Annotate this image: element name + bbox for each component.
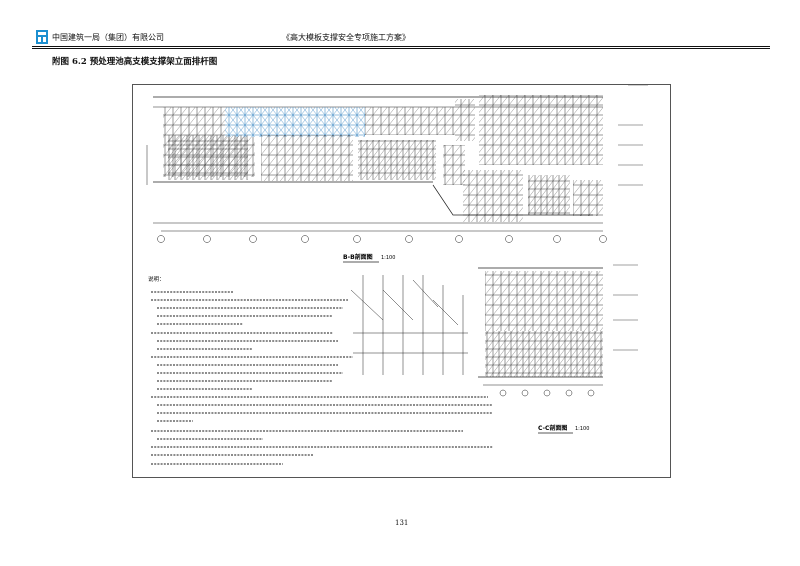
- drawing-sheet: B-B剖面图 1:100 说明：: [132, 84, 671, 478]
- bracing-detail: [350, 275, 468, 375]
- page-header: 中国建筑一局（集团）有限公司 《高大模板支撑安全专项施工方案》: [32, 30, 770, 46]
- company-name: 中国建筑一局（集团）有限公司: [52, 33, 164, 42]
- figure-title: 附图 6.2 预处理池高支模支撑架立面排杆图: [52, 57, 218, 67]
- section-bb-scale: 1:100: [381, 255, 395, 261]
- section-cc-scale: 1:100: [575, 426, 589, 432]
- page-number: 131: [395, 519, 409, 527]
- scaffold-elevation-drawing: B-B剖面图 1:100 说明：: [146, 84, 648, 465]
- notes-block: 说明：: [148, 275, 493, 465]
- section-bb-label: B-B剖面图: [343, 253, 373, 261]
- company-logo: [36, 30, 48, 44]
- header-rule-thin: [32, 48, 770, 49]
- header-rule: [32, 46, 770, 47]
- section-cc-label: C-C剖面图: [538, 424, 567, 432]
- document-title: 《高大模板支撑安全专项施工方案》: [282, 33, 410, 42]
- section-cc-elevation: [478, 264, 638, 397]
- section-bb-elevation: [146, 84, 648, 243]
- notes-heading: 说明：: [148, 275, 165, 283]
